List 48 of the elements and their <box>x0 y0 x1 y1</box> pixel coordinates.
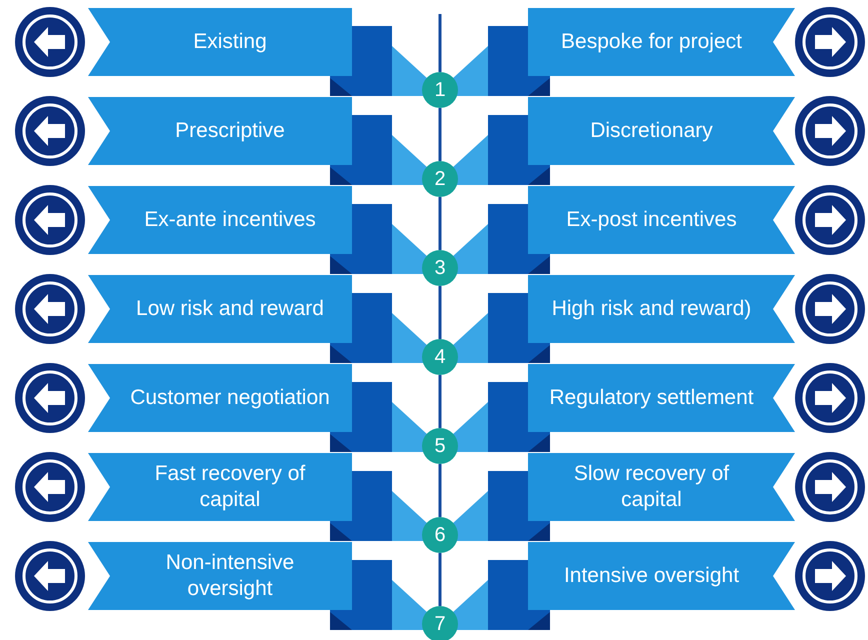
banner-text: Low risk and reward <box>136 296 324 322</box>
number-circle <box>422 606 458 640</box>
connector-line <box>438 553 442 606</box>
banner-text: Fast recovery of capital <box>154 460 306 513</box>
ribbon-banner <box>528 364 795 432</box>
ribbon-banner <box>528 275 795 343</box>
number-circle <box>422 161 458 197</box>
banner-text: Ex-ante incentives <box>144 206 316 233</box>
step-number: 2 <box>434 168 446 190</box>
banner-text: High risk and reward) <box>552 296 752 322</box>
step-number: 1 <box>434 78 446 102</box>
ribbon-banner <box>88 364 352 432</box>
banner-text: Ex-post incentives <box>566 206 737 233</box>
banner-text: Existing <box>193 28 267 55</box>
step-number: 3 <box>434 256 446 280</box>
banner-text: Bespoke for project <box>561 28 742 55</box>
ribbon-banner <box>88 453 352 521</box>
step-number: 4 <box>434 346 446 368</box>
banner-text: Slow recovery of capital <box>572 460 730 513</box>
step-number: 7 <box>434 612 446 636</box>
ribbon-banner <box>88 97 352 165</box>
number-circle <box>422 250 458 286</box>
connector-line <box>438 286 442 339</box>
number-circle <box>422 72 458 108</box>
ribbon-banner <box>88 8 352 76</box>
step-number: 5 <box>434 434 446 458</box>
ribbon-banner <box>528 8 795 76</box>
connector-line <box>438 375 442 428</box>
banner-text: Customer negotiation <box>130 384 330 411</box>
banner-text: Regulatory settlement <box>549 384 754 411</box>
banner-text: Prescriptive <box>175 118 285 144</box>
connector-line <box>438 197 442 250</box>
ribbon-banner <box>528 97 795 165</box>
banner-text: Non-intensive oversight <box>164 550 296 602</box>
ribbon-banner <box>528 453 795 521</box>
ribbon-banner <box>528 186 795 254</box>
ribbon-banner <box>88 186 352 254</box>
ribbon-banner <box>88 542 352 610</box>
number-circle <box>422 517 458 553</box>
ribbon-banner <box>88 275 352 343</box>
connector-line <box>438 108 442 161</box>
number-circle <box>422 339 458 375</box>
ribbon-banner <box>528 542 795 610</box>
number-circle <box>422 428 458 464</box>
step-number: 6 <box>434 524 446 546</box>
connector-line <box>438 464 442 517</box>
banner-text: Discretionary <box>590 118 713 144</box>
banner-text: Intensive oversight <box>564 562 740 589</box>
